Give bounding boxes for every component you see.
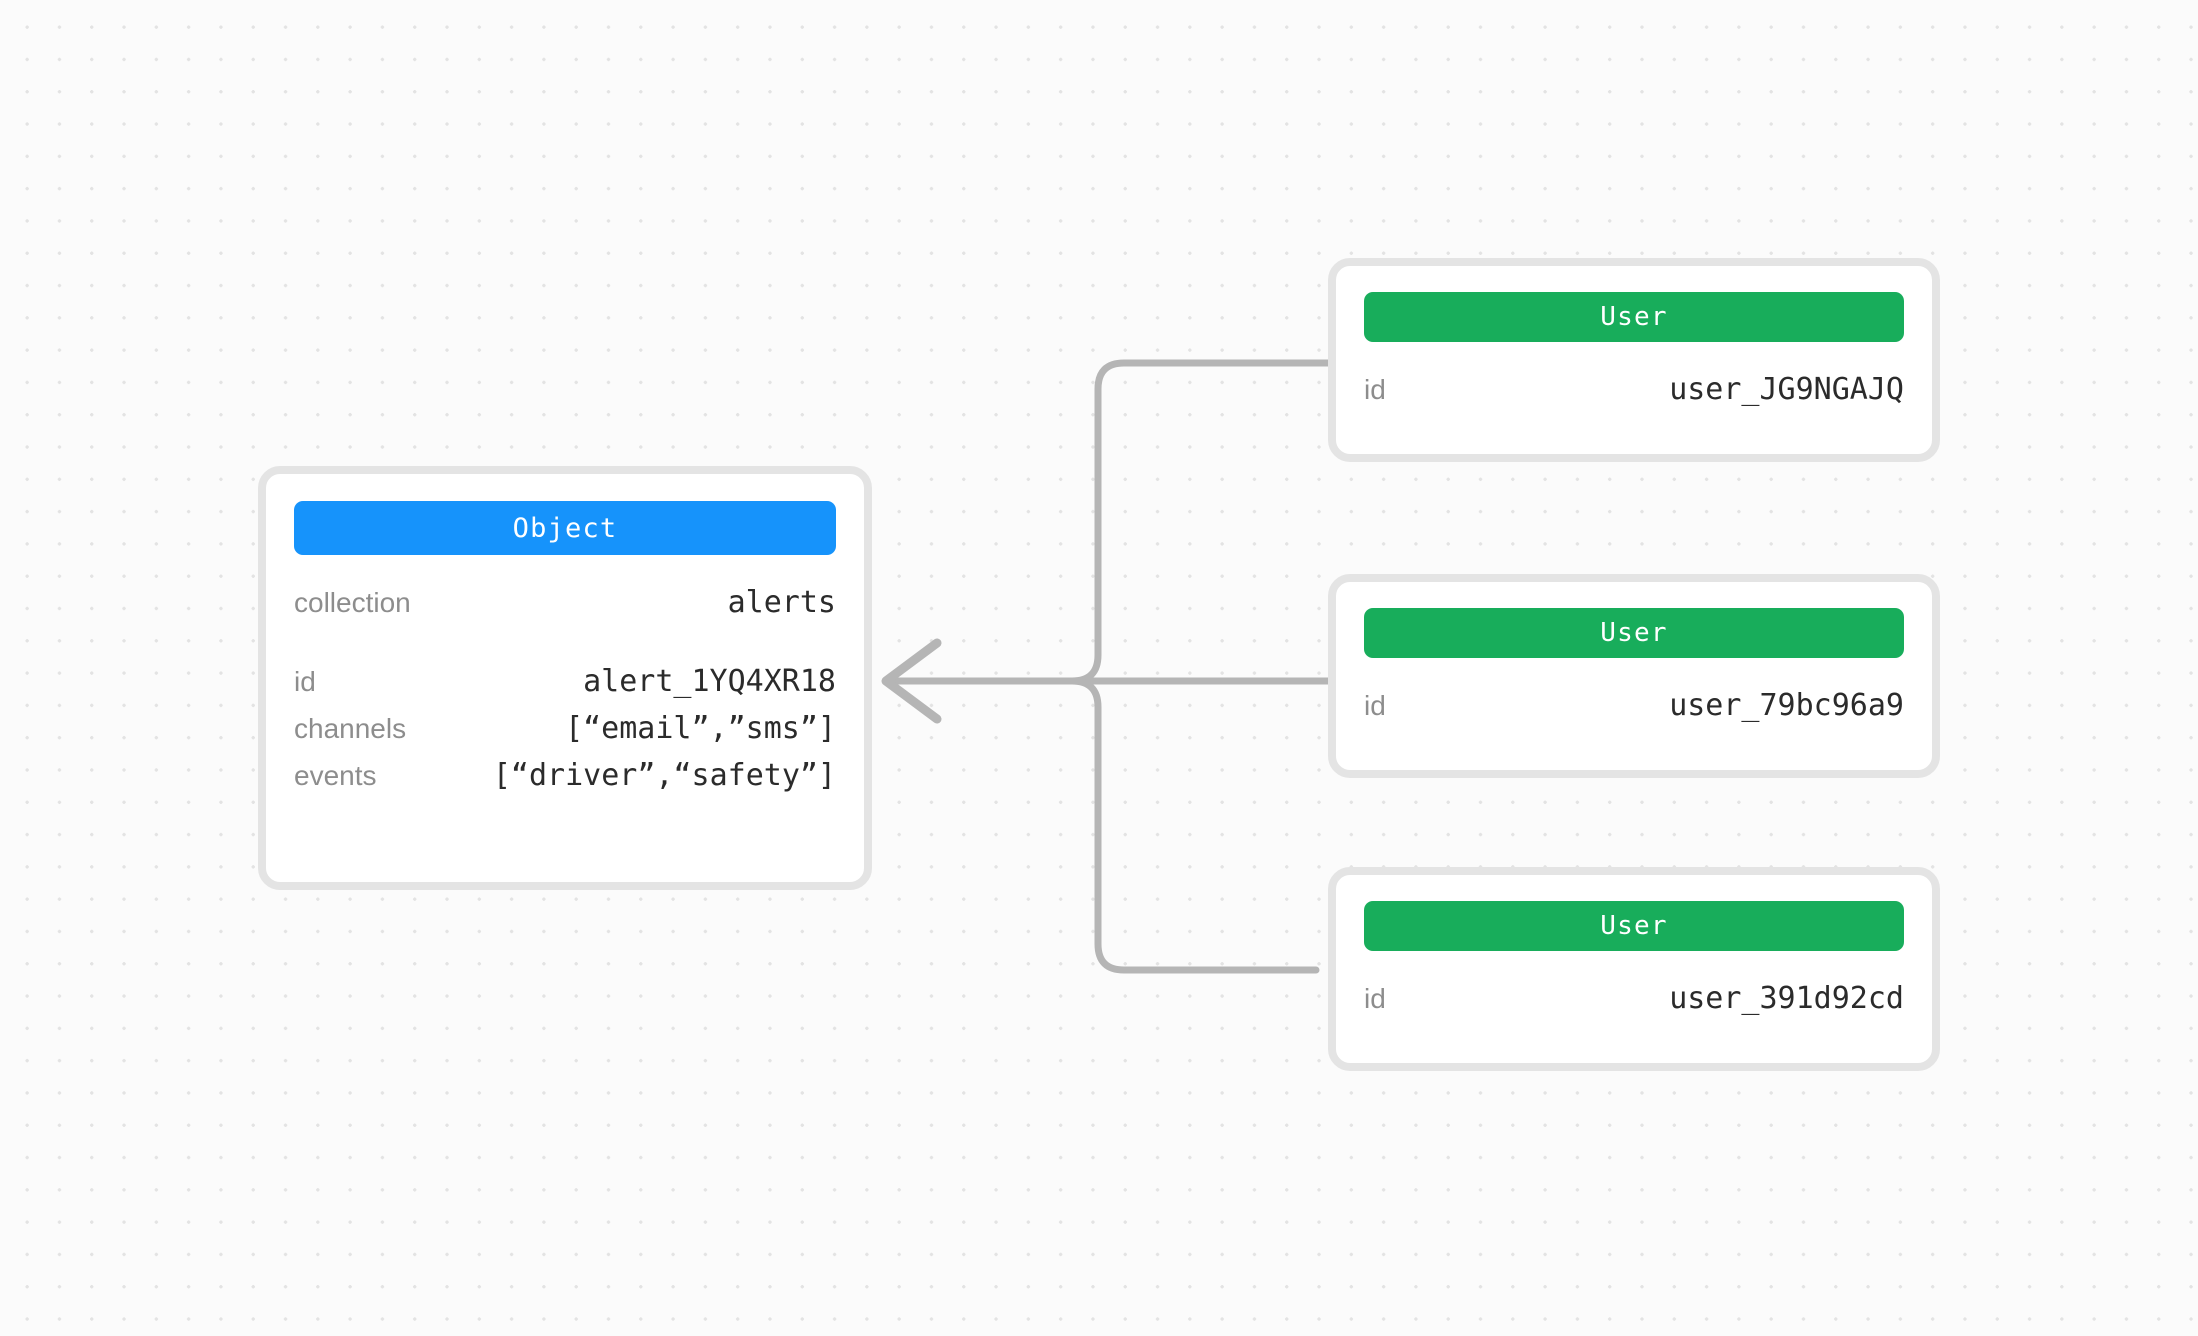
node-user-0[interactable]: User id user_JG9NGAJQ — [1328, 258, 1940, 462]
node-user-2[interactable]: User id user_391d92cd — [1328, 867, 1940, 1071]
field-value-events: [“driver”,“safety”] — [492, 758, 836, 793]
node-user-2-title: User — [1364, 901, 1904, 951]
field-value-channels: [“email”,”sms”] — [565, 711, 836, 746]
node-user-0-title: User — [1364, 292, 1904, 342]
field-row-id: id user_79bc96a9 — [1364, 688, 1904, 723]
field-value-id: user_JG9NGAJQ — [1669, 372, 1904, 407]
field-row-id: id user_JG9NGAJQ — [1364, 372, 1904, 407]
field-value-collection: alerts — [727, 585, 836, 620]
node-object-title: Object — [294, 501, 836, 555]
field-key-id: id — [294, 666, 316, 697]
field-key-collection: collection — [294, 587, 411, 618]
edge-user-2-to-object — [886, 677, 1320, 974]
node-user-2-fields: id user_391d92cd — [1364, 981, 1904, 1016]
field-row-collection: collection alerts — [294, 585, 836, 620]
node-user-1-title: User — [1364, 608, 1904, 658]
field-value-id: user_79bc96a9 — [1669, 688, 1904, 723]
field-row-id: id alert_1YQ4XR18 — [294, 664, 836, 699]
node-object[interactable]: Object collection alerts id alert_1YQ4XR… — [258, 466, 872, 890]
node-object-fields: collection alerts id alert_1YQ4XR18 chan… — [294, 585, 836, 793]
field-key-id: id — [1364, 690, 1386, 721]
field-key-events: events — [294, 760, 377, 791]
edge-user-0-to-object — [886, 359, 1340, 685]
node-user-0-fields: id user_JG9NGAJQ — [1364, 372, 1904, 407]
node-user-1[interactable]: User id user_79bc96a9 — [1328, 574, 1940, 778]
field-row-id: id user_391d92cd — [1364, 981, 1904, 1016]
field-key-channels: channels — [294, 713, 407, 744]
field-row-channels: channels [“email”,”sms”] — [294, 711, 836, 746]
field-row-events: events [“driver”,“safety”] — [294, 758, 836, 793]
edge-arrowhead-icon — [881, 638, 942, 724]
field-key-id: id — [1364, 983, 1386, 1014]
field-value-id: user_391d92cd — [1669, 981, 1904, 1016]
field-key-id: id — [1364, 374, 1386, 405]
node-user-1-fields: id user_79bc96a9 — [1364, 688, 1904, 723]
field-value-id: alert_1YQ4XR18 — [583, 664, 836, 699]
